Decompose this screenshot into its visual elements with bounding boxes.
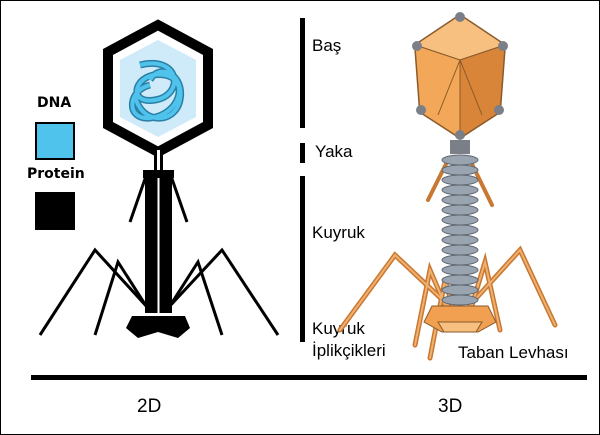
label-baseplate: Taban Levhası — [458, 343, 569, 363]
baseline — [31, 375, 587, 380]
label-3d: 3D — [438, 396, 462, 418]
label-2d: 2D — [137, 396, 161, 418]
phage-3d-collar — [450, 140, 470, 154]
phage-3d-tail — [442, 155, 478, 305]
